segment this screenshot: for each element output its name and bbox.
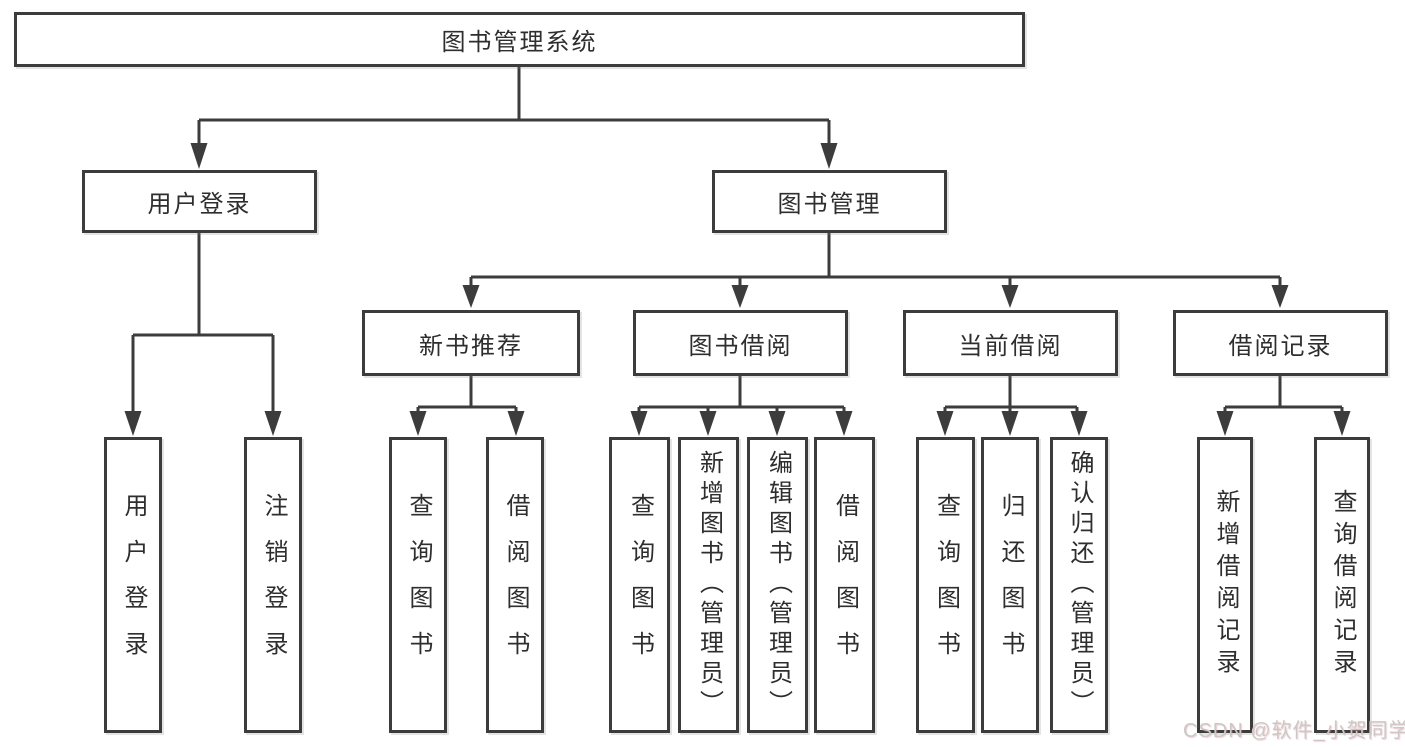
node-root: 图书管理系统 [14, 12, 1025, 67]
leaf-add-book-admin-label: 新增图书（管理员） [695, 450, 723, 720]
node-book-management-label: 图书管理 [777, 191, 882, 218]
leaf-borrow-books: 借阅图书 [814, 437, 875, 733]
node-book-borrowing: 图书借阅 [633, 310, 848, 376]
leaf-borrow-books-label: 借阅图书 [831, 493, 859, 677]
leaf-confirm-return-admin: 确认归还（管理员） [1050, 437, 1108, 733]
node-user-login: 用户登录 [82, 170, 317, 233]
node-borrowing-records: 借阅记录 [1173, 310, 1388, 376]
node-current-borrowing: 当前借阅 [903, 310, 1118, 376]
leaf-query-books-borrowing: 查询图书 [609, 437, 670, 733]
leaf-query-books-current: 查询图书 [916, 437, 975, 733]
leaf-borrow-books-recommend-label: 借阅图书 [502, 493, 529, 677]
leaf-edit-book-admin: 编辑图书（管理员） [747, 437, 808, 733]
leaf-confirm-return-admin-label: 确认归还（管理员） [1066, 450, 1093, 720]
node-borrowing-records-label: 借阅记录 [1228, 332, 1333, 360]
leaf-query-books-recommend-label: 查询图书 [405, 493, 432, 677]
leaf-user-login: 用户登录 [104, 437, 162, 733]
leaf-query-borrow-record-label: 查询借阅记录 [1329, 489, 1356, 681]
leaf-add-borrow-record: 新增借阅记录 [1197, 437, 1253, 733]
leaf-add-borrow-record-label: 新增借阅记录 [1212, 489, 1239, 681]
node-book-management: 图书管理 [712, 170, 947, 233]
leaf-return-books-label: 归还图书 [997, 493, 1024, 677]
node-current-borrowing-label: 当前借阅 [958, 332, 1063, 360]
leaf-logout-label: 注销登录 [260, 493, 287, 677]
watermark: CSDN @软件_小贺同学 [1183, 720, 1405, 742]
leaf-query-borrow-record: 查询借阅记录 [1314, 437, 1370, 733]
node-user-login-label: 用户登录 [147, 191, 252, 218]
node-new-book-recommendation: 新书推荐 [362, 310, 580, 376]
leaf-query-books-recommend: 查询图书 [389, 437, 447, 733]
node-new-book-recommendation-label: 新书推荐 [419, 332, 523, 360]
node-root-label: 图书管理系统 [441, 29, 598, 56]
leaf-borrow-books-recommend: 借阅图书 [486, 437, 544, 733]
leaf-logout: 注销登录 [244, 437, 302, 733]
leaf-query-books-current-label: 查询图书 [932, 493, 960, 677]
leaf-user-login-label: 用户登录 [120, 493, 147, 677]
leaf-return-books: 归还图书 [981, 437, 1039, 733]
leaf-add-book-admin: 新增图书（管理员） [678, 437, 739, 733]
leaf-query-books-borrowing-label: 查询图书 [626, 493, 654, 677]
node-book-borrowing-label: 图书借阅 [688, 332, 793, 360]
leaf-edit-book-admin-label: 编辑图书（管理员） [764, 450, 792, 720]
